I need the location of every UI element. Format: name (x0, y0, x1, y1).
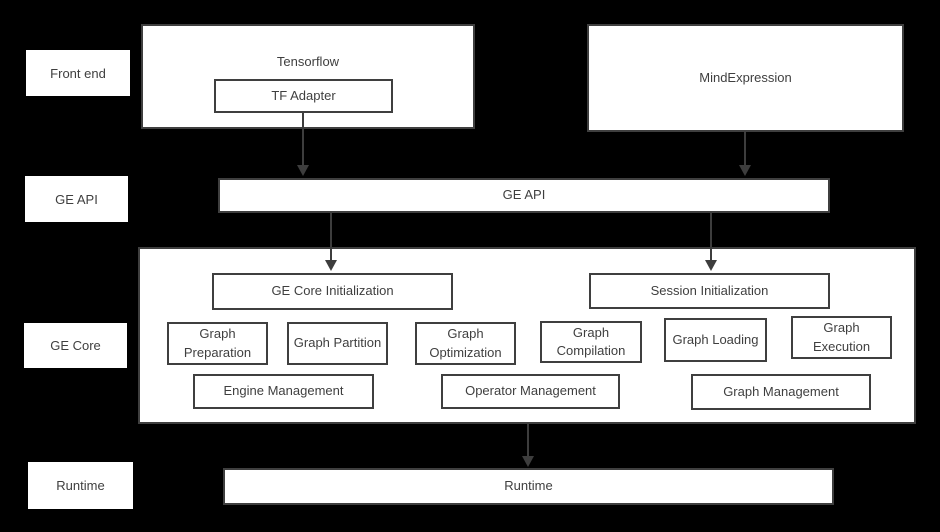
arrow-shaft (744, 132, 746, 166)
tf-adapter-box: TF Adapter (214, 79, 393, 113)
ge-api-bar: GE API (218, 178, 830, 213)
ge-core-initialization-box: GE Core Initialization (212, 273, 453, 310)
side-label-ge-core: GE Core (24, 323, 127, 368)
arrow-tf-adapter-to-ge-api (297, 113, 309, 176)
stage-box-graph-compilation: Graph Compilation (540, 321, 642, 363)
arrow-ge-api-to-core-init (325, 213, 337, 271)
arrow-ge-api-to-session-init (705, 213, 717, 271)
arrow-shaft (527, 424, 529, 457)
arrow-down-icon (522, 456, 534, 467)
arrow-mindexpression-to-ge-api (739, 132, 751, 176)
arrow-down-icon (325, 260, 337, 271)
session-initialization-box: Session Initialization (589, 273, 830, 309)
stage-box-graph-partition: Graph Partition (287, 322, 388, 365)
side-label-front-end: Front end (26, 50, 130, 96)
arrow-shaft (302, 113, 304, 166)
arrow-down-icon (739, 165, 751, 176)
stage-box-graph-optimization: Graph Optimization (415, 322, 516, 365)
arrow-down-icon (297, 165, 309, 176)
management-box-engine: Engine Management (193, 374, 374, 409)
side-label-runtime: Runtime (28, 462, 133, 509)
arrow-ge-core-to-runtime (522, 424, 534, 467)
stage-box-graph-preparation: Graph Preparation (167, 322, 268, 365)
tensorflow-label: Tensorflow (276, 54, 340, 69)
arrow-down-icon (705, 260, 717, 271)
side-label-ge-api: GE API (25, 176, 128, 222)
stage-box-graph-execution: Graph Execution (791, 316, 892, 359)
arrow-shaft (710, 213, 712, 261)
arrow-shaft (330, 213, 332, 261)
stage-box-graph-loading: Graph Loading (664, 318, 767, 362)
management-box-graph: Graph Management (691, 374, 871, 410)
mindexpression-box: MindExpression (587, 24, 904, 132)
runtime-bar: Runtime (223, 468, 834, 505)
management-box-operator: Operator Management (441, 374, 620, 409)
